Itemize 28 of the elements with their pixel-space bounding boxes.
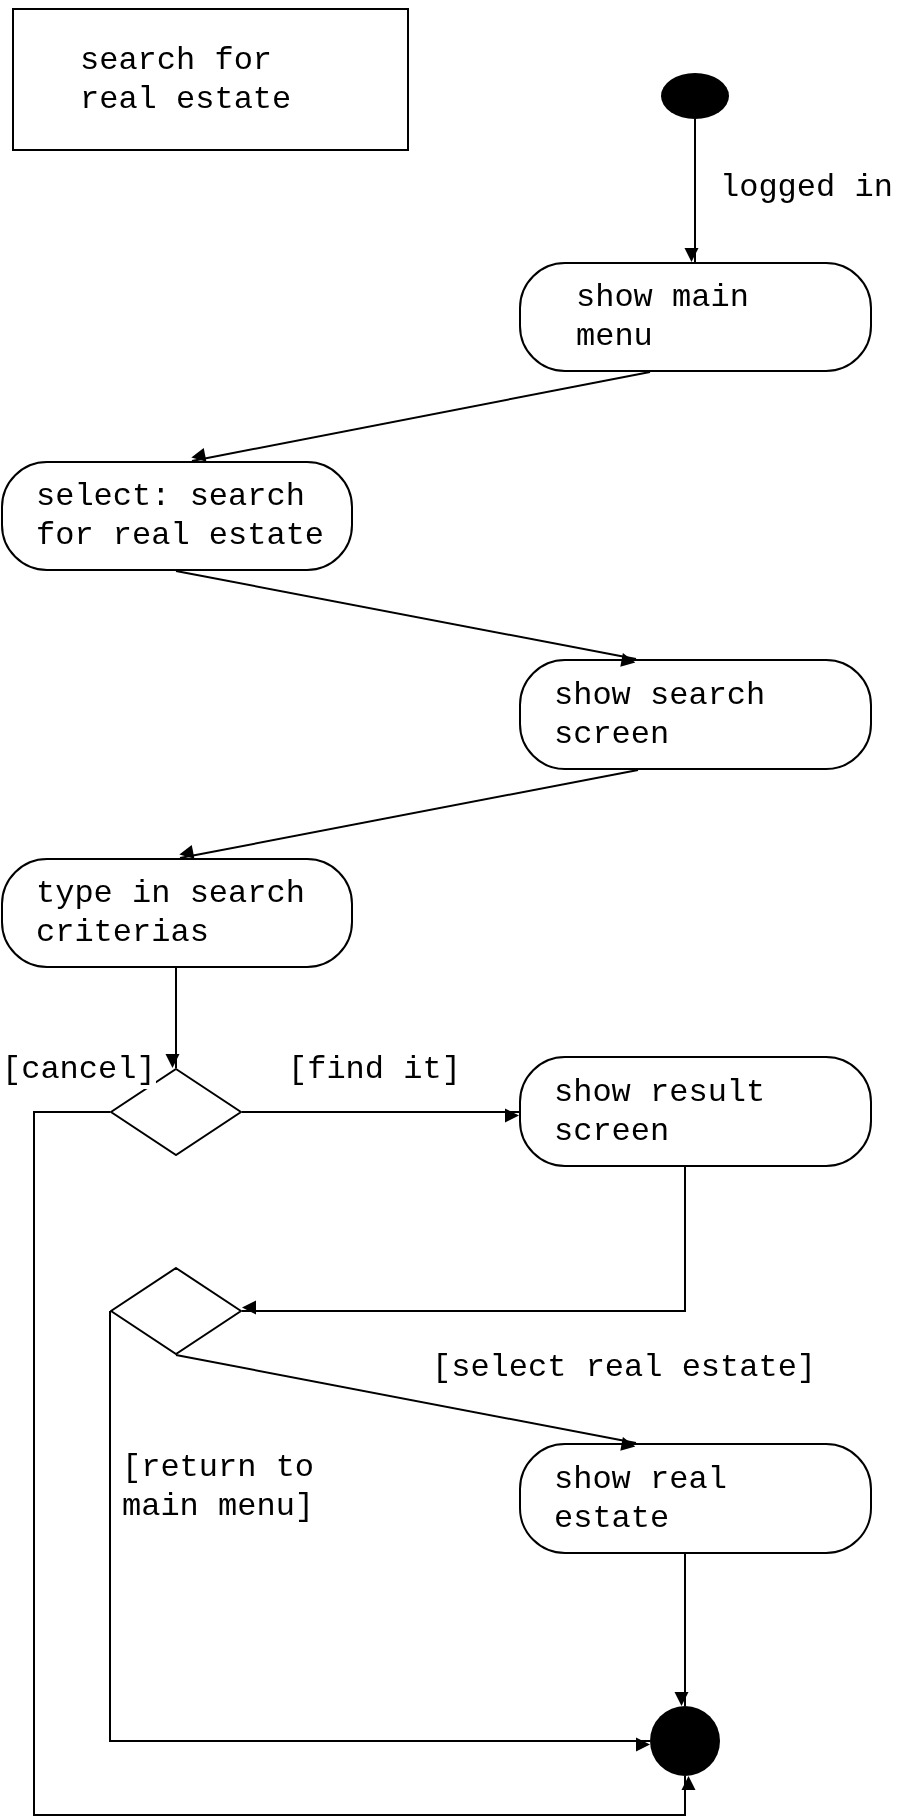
activity-box <box>519 659 872 770</box>
arrow <box>684 118 699 263</box>
arrow <box>674 1553 689 1707</box>
arrow <box>191 371 651 462</box>
arrow <box>109 1310 651 1752</box>
title-frame <box>12 8 409 151</box>
activity-box <box>519 1056 872 1167</box>
arrow <box>165 967 180 1069</box>
end-node <box>650 1706 720 1776</box>
activity-label: show result screen <box>554 1072 766 1151</box>
arrow <box>241 1108 520 1123</box>
activity-label: show main menu <box>576 278 750 356</box>
arrow <box>175 570 637 667</box>
start-node <box>661 73 729 119</box>
activity-box <box>519 262 872 372</box>
activity-label: type in search criterias <box>36 874 306 952</box>
arrow <box>175 1354 637 1451</box>
activity-label: show search screen <box>554 675 766 754</box>
activity-box <box>1 461 353 571</box>
decision-diamond <box>110 1267 242 1355</box>
activity-label: show real estate <box>554 1459 728 1538</box>
frame-label: search for real estate <box>80 40 292 119</box>
activity-box <box>1 858 353 968</box>
activity-box <box>519 1443 872 1554</box>
activity-label: select: search for real estate <box>36 477 325 555</box>
arrow <box>179 769 639 859</box>
arrow <box>33 1111 696 1816</box>
arrow <box>241 1166 686 1315</box>
